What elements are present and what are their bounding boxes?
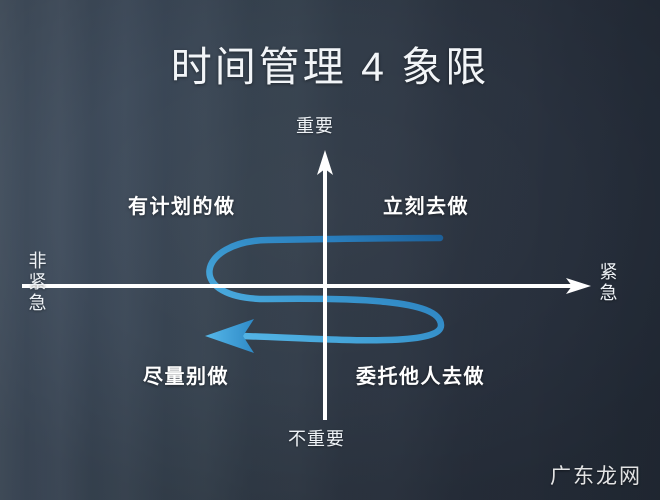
s-curve-arrow-icon [205, 234, 445, 353]
axis-label-not-important: 不重要 [288, 429, 345, 449]
x-axis [22, 278, 591, 294]
watermark: 广东龙网 [550, 464, 642, 488]
quadrant-label-avoid-it: 尽量别做 [143, 366, 229, 388]
page-title: 时间管理 4 象限 [170, 44, 490, 90]
axis-label-not-urgent: 非紧急 [28, 251, 48, 313]
y-axis [317, 150, 333, 420]
axis-label-important: 重要 [296, 116, 334, 136]
quadrant-label-delegate-it: 委托他人去做 [356, 366, 485, 388]
axis-label-urgent: 紧急 [599, 262, 619, 303]
quadrant-label-plan-it: 有计划的做 [128, 196, 236, 218]
quadrant-label-do-it-now: 立刻去做 [383, 196, 469, 218]
